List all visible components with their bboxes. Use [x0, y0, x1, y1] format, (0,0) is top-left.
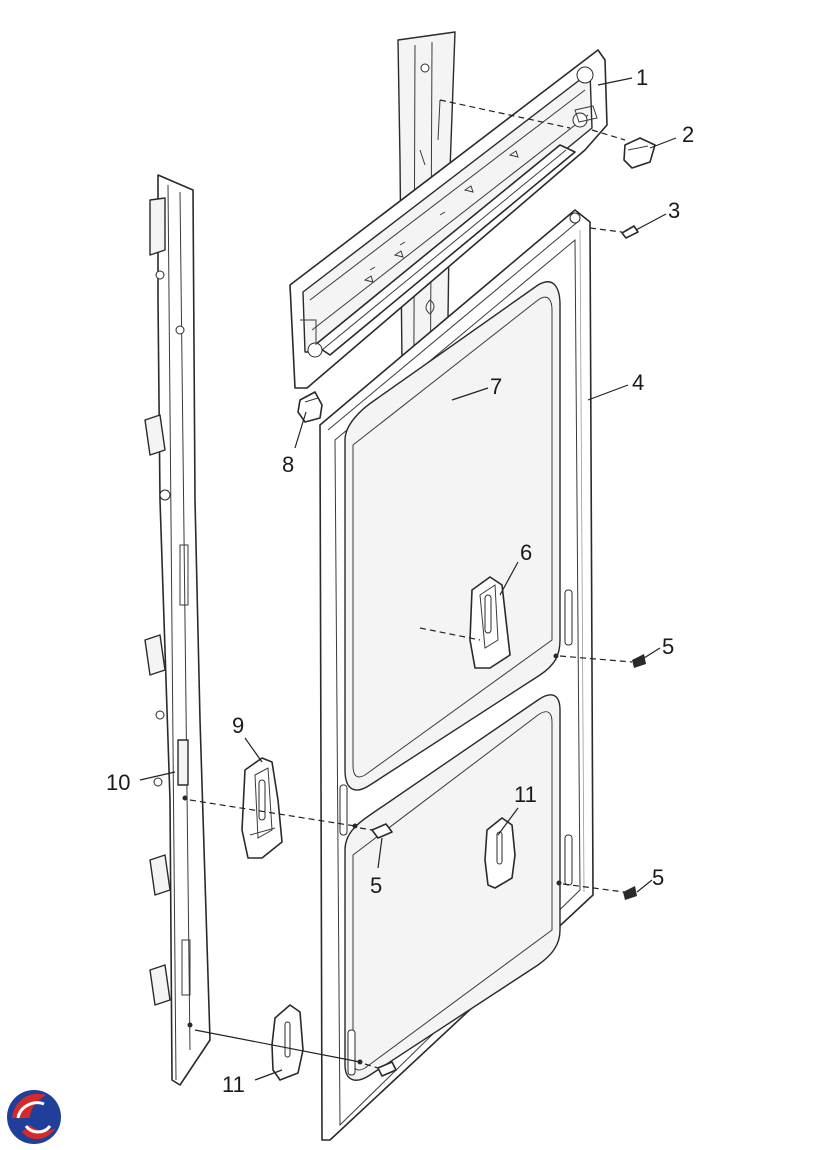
- callout-2: 2: [682, 122, 694, 147]
- top-channel-part-1: [289, 49, 608, 389]
- bracket-part-6: [469, 576, 511, 669]
- callout-7: 7: [490, 374, 502, 399]
- callout-11-lower: 11: [222, 1072, 245, 1097]
- screw-part-5-center: [371, 823, 393, 839]
- callout-5-center: 5: [370, 873, 382, 898]
- bracket-part-8: [297, 391, 323, 423]
- callout-6: 6: [520, 540, 532, 565]
- bracket-part-11-lower: [271, 1004, 304, 1081]
- callout-1: 1: [636, 65, 648, 90]
- callout-leaders: [139, 77, 677, 1081]
- left-rail-part-10: [144, 174, 211, 1086]
- callout-10: 10: [106, 770, 130, 795]
- callout-8: 8: [282, 452, 294, 477]
- door-panel-part-4: [319, 209, 594, 1141]
- callout-5-lower: 5: [652, 865, 664, 890]
- screw-part-5-bottom: [377, 1061, 397, 1077]
- assembly-lines: [189, 99, 633, 1069]
- callout-9: 9: [232, 713, 244, 738]
- bracket-part-9: [241, 757, 283, 859]
- end-cap-part-2: [623, 137, 656, 169]
- callout-11-right: 11: [514, 782, 537, 807]
- screw-part-5-upper: [632, 654, 646, 668]
- bracket-part-11-right: [484, 817, 516, 889]
- callout-labels: 1 2 3 4 5 5 5 6 7 8 9 10 11 11: [106, 65, 694, 1097]
- brand-logo: [7, 1090, 61, 1144]
- screw-part-5-lower: [623, 886, 637, 900]
- callout-4: 4: [632, 370, 644, 395]
- callout-3: 3: [668, 198, 680, 223]
- screw-part-3: [621, 225, 639, 239]
- callout-5-upper: 5: [662, 634, 674, 659]
